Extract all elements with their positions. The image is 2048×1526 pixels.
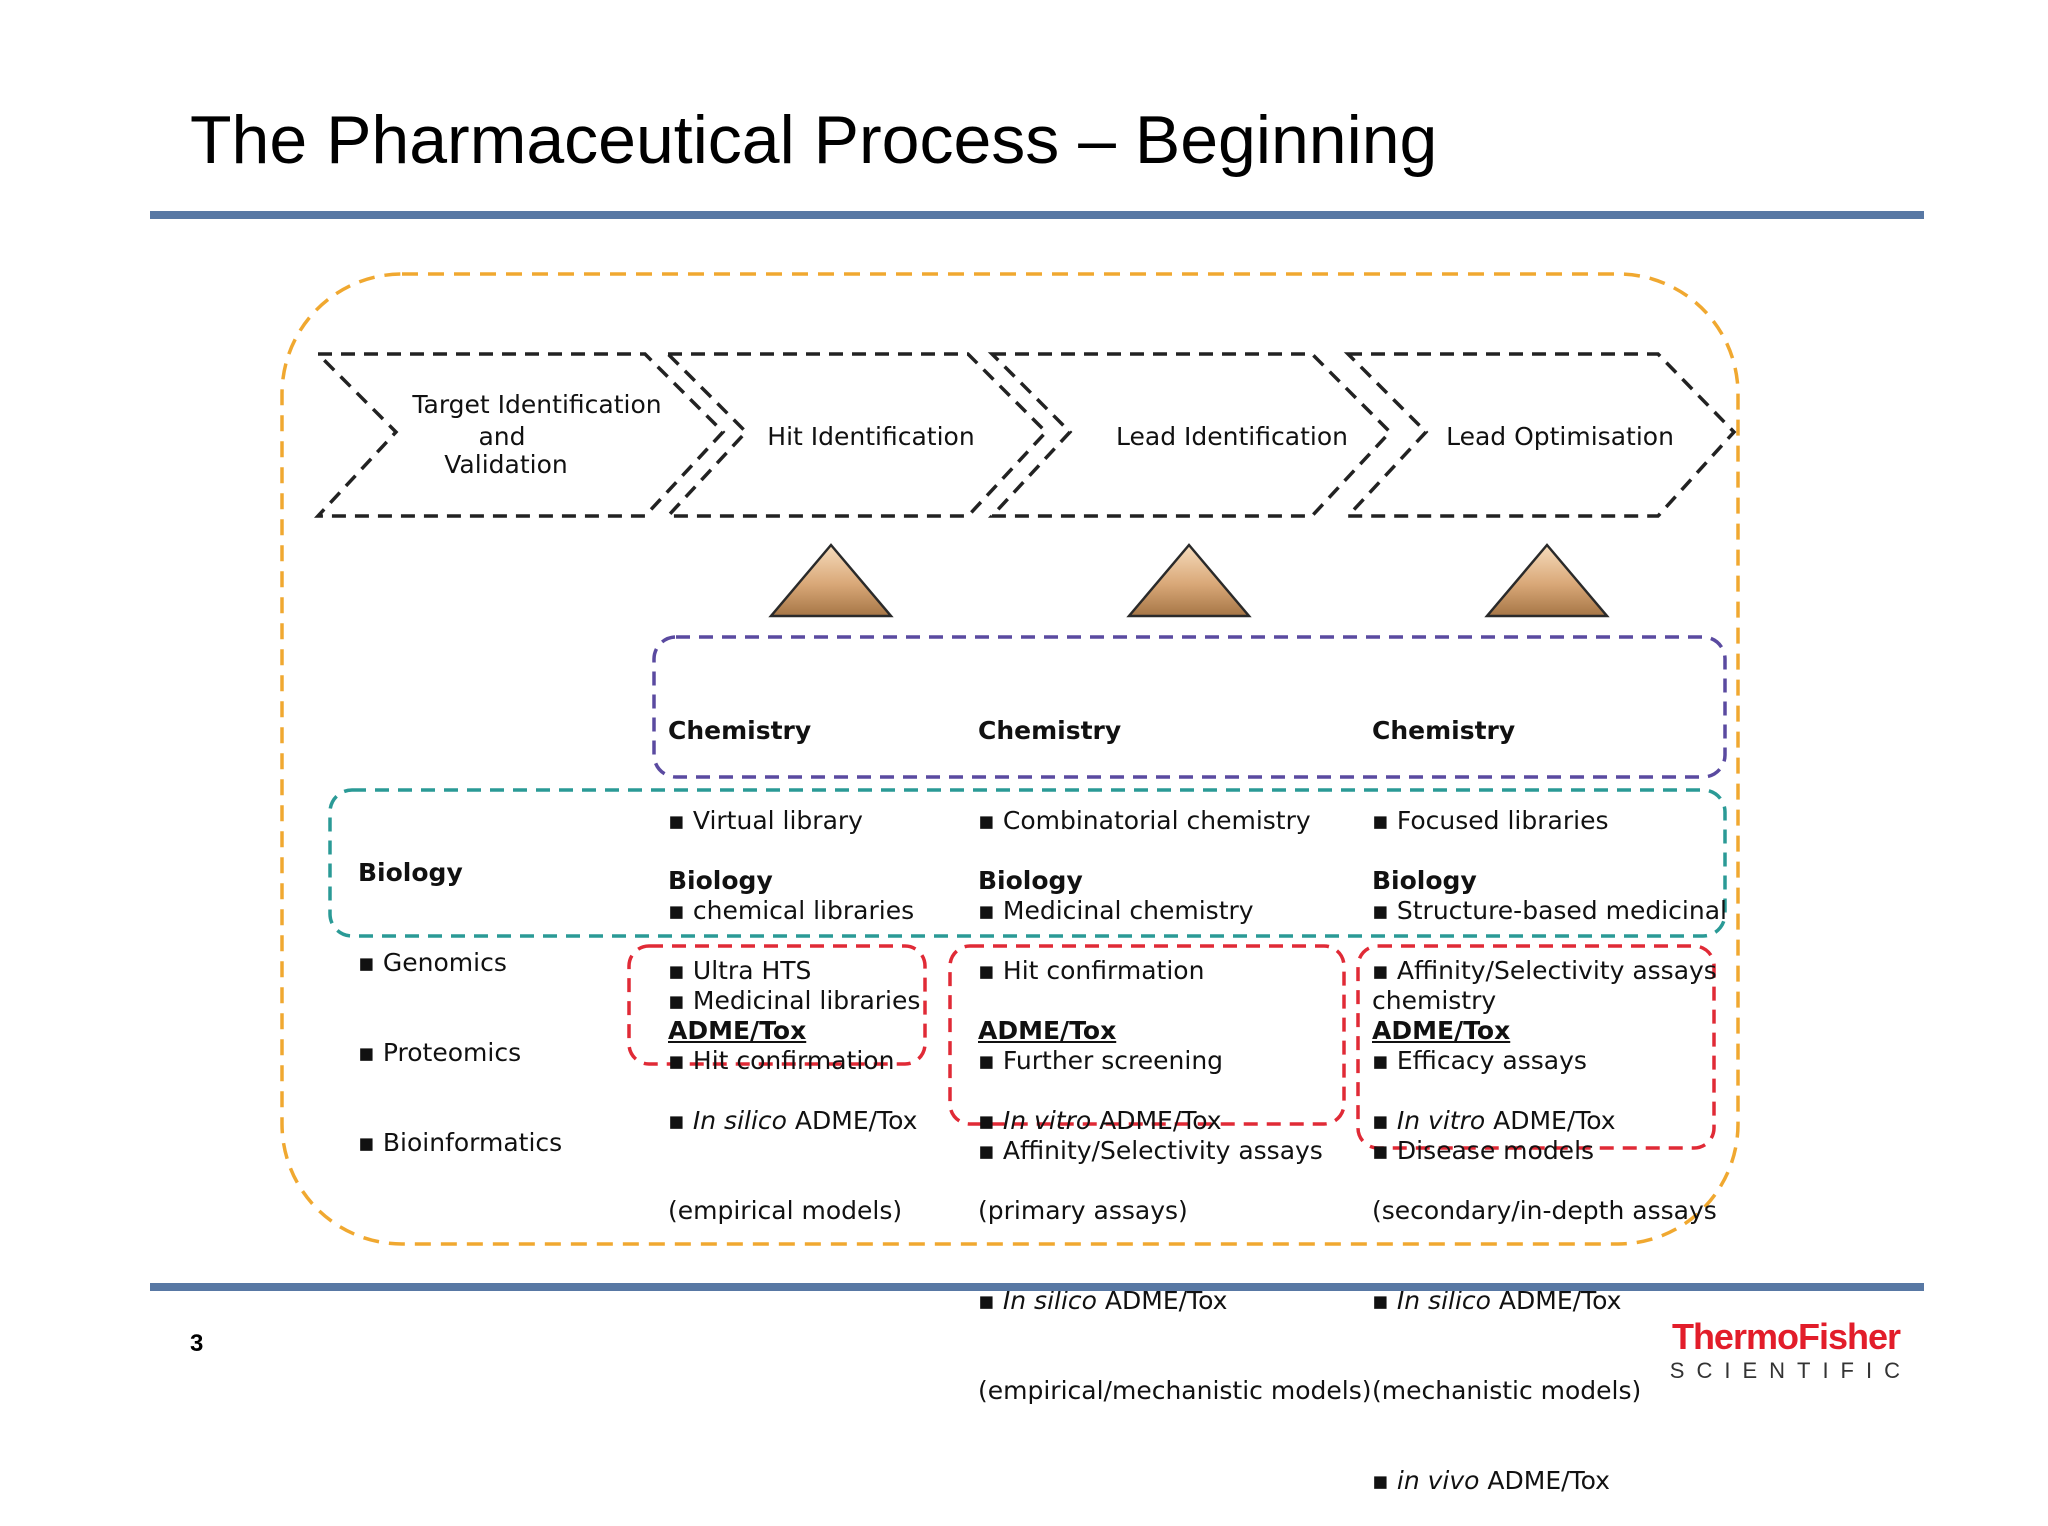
page-number: 3: [190, 1330, 204, 1357]
page-title: The Pharmaceutical Process – Beginning: [190, 102, 1438, 178]
list-item: ▪ Disease models: [1372, 1136, 1595, 1165]
adme-heading: ADME/Tox: [978, 1016, 1117, 1045]
list-item: ▪ Focused libraries: [1372, 806, 1609, 835]
list-item-note: (secondary/in-depth assays: [1372, 1196, 1717, 1225]
list-item: ▪ Affinity/Selectivity assays: [1372, 956, 1717, 985]
stage-label-target-line2: and: [478, 422, 525, 451]
list-item: ▪ Affinity/Selectivity assays: [978, 1136, 1323, 1165]
biology-column-target-id: Biology ▪ Genomics ▪ Proteomics ▪ Bioinf…: [358, 798, 562, 1188]
chemistry-heading: Chemistry: [668, 716, 812, 745]
adme-box-hit: [627, 944, 927, 1066]
stage-chevron-lead-opt: [1343, 352, 1737, 518]
biology-heading: Biology: [978, 866, 1083, 895]
list-item-note: (mechanistic models): [1372, 1376, 1642, 1405]
chemistry-column-lead-opt: Chemistry ▪ Focused libraries ▪ Structur…: [1372, 656, 1727, 1046]
biology-heading: Biology: [358, 858, 463, 887]
list-item: ▪ Ultra HTS: [668, 956, 812, 985]
outer-process-border: [280, 272, 1740, 1246]
chemistry-column-lead-id: Chemistry ▪ Combinatorial chemistry ▪ Me…: [978, 656, 1311, 956]
list-item: ▪ Genomics: [358, 948, 507, 977]
biology-box: [328, 788, 1727, 938]
triangle-icon-hit: [768, 543, 894, 618]
adme-heading: ADME/Tox: [1372, 1016, 1511, 1045]
adme-box-lead-opt: [1356, 944, 1716, 1150]
list-item: ▪ Medicinal chemistry: [978, 896, 1254, 925]
stage-chevron-lead-id: [987, 352, 1393, 518]
list-item-note: (empirical/mechanistic models): [978, 1376, 1372, 1405]
list-item: chemistry: [1372, 986, 1497, 1015]
adme-column-lead-id: ADME/Tox ▪ In vitro ADME/Tox (primary as…: [978, 956, 1371, 1436]
list-item: ▪ Proteomics: [358, 1038, 522, 1067]
thermo-fisher-logo: ThermoFisher SCIENTIFIC: [1640, 1316, 1901, 1396]
biology-heading: Biology: [1372, 866, 1477, 895]
list-item: ▪ in vivo ADME/Tox: [1372, 1466, 1610, 1495]
biology-heading: Biology: [668, 866, 773, 895]
biology-column-hit: Biology ▪ Ultra HTS ▪ Hit confirmation: [668, 806, 894, 1106]
triangle-icon-lead-id: [1126, 543, 1252, 618]
list-item: ▪ Hit confirmation: [978, 956, 1205, 985]
list-item: ▪ Efficacy assays: [1372, 1046, 1587, 1075]
list-item: ▪ In vitro ADME/Tox: [1372, 1106, 1616, 1135]
stage-label-hit: Hit Identification: [767, 422, 974, 451]
list-item: ▪ Hit confirmation: [668, 1046, 895, 1075]
list-item-note: (empirical models): [668, 1196, 903, 1225]
stage-label-target-line3: Validation: [444, 450, 567, 479]
footer-divider: [150, 1283, 1924, 1291]
biology-column-lead-id: Biology ▪ Hit confirmation ▪ Further scr…: [978, 806, 1323, 1196]
list-item: ▪ Medicinal libraries: [668, 986, 921, 1015]
list-item: ▪ In silico ADME/Tox: [668, 1106, 918, 1135]
logo-brand-text: ThermoFisher: [1671, 1316, 1901, 1357]
list-item: ▪ Virtual library: [668, 806, 863, 835]
stage-label-lead-opt: Lead Optimisation: [1446, 422, 1674, 451]
list-item: ▪ Structure-based medicinal: [1372, 896, 1727, 925]
adme-column-hit: ADME/Tox ▪ In silico ADME/Tox (empirical…: [668, 956, 917, 1256]
chemistry-box: [652, 635, 1727, 779]
chemistry-heading: Chemistry: [978, 716, 1122, 745]
list-item: ▪ Bioinformatics: [358, 1128, 563, 1157]
stage-chevron-target-id: [313, 352, 726, 518]
list-item: ▪ chemical libraries: [668, 896, 915, 925]
adme-heading: ADME/Tox: [668, 1016, 807, 1045]
stage-label-lead-id: Lead Identification: [1116, 422, 1348, 451]
adme-column-lead-opt: ADME/Tox ▪ In vitro ADME/Tox (secondary/…: [1372, 956, 1717, 1526]
triangle-icon-lead-opt: [1484, 543, 1610, 618]
list-item: ▪ Combinatorial chemistry: [978, 806, 1311, 835]
stage-label-target-line1: Target Identification: [411, 390, 661, 419]
list-item: ▪ In vitro ADME/Tox: [978, 1106, 1222, 1135]
title-divider: [150, 211, 1924, 219]
biology-column-lead-opt: Biology ▪ Affinity/Selectivity assays ▪ …: [1372, 806, 1717, 1196]
chemistry-heading: Chemistry: [1372, 716, 1516, 745]
process-diagram: Target Identification and Validation Hit…: [280, 272, 1740, 1246]
chemistry-column-hit: Chemistry ▪ Virtual library ▪ chemical l…: [668, 656, 920, 1046]
list-item: ▪ Further screening: [978, 1046, 1224, 1075]
list-item-note: (primary assays): [978, 1196, 1188, 1225]
logo-sub-text: SCIENTIFIC: [1669, 1358, 1912, 1383]
stage-chevron-hit-id: [663, 352, 1049, 518]
